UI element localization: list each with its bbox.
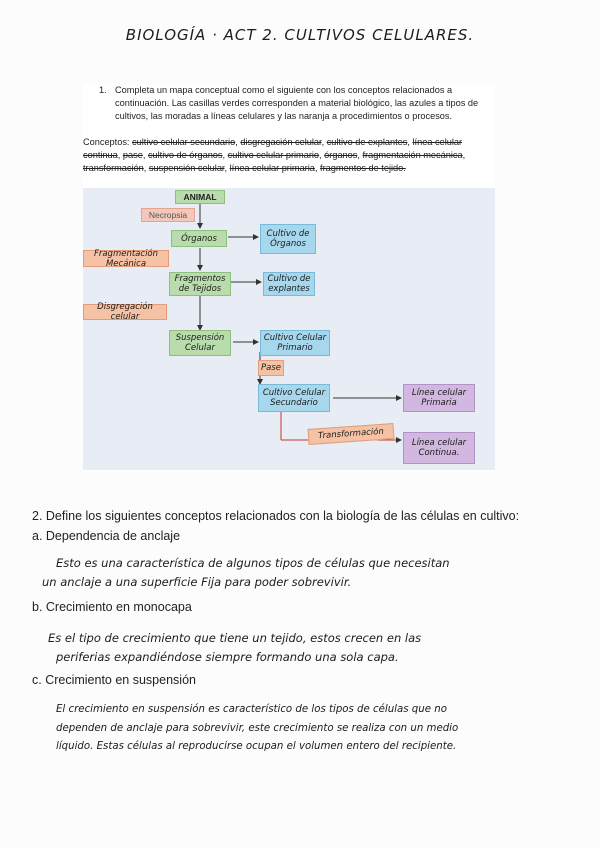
- item-a-answer-line-1: Esto es una característica de algunos ti…: [56, 556, 450, 570]
- linea-continua-box: Línea celular Continua.: [403, 432, 475, 464]
- disgregacion-box: Disgregación celular: [83, 302, 167, 322]
- question-1: 1. Completa un mapa conceptual como el s…: [99, 84, 489, 123]
- concept-item: transformación: [83, 163, 144, 173]
- suspension-box: Suspensión Celular: [169, 330, 231, 356]
- cultivo-primario-box: Cultivo Celular Primario: [260, 330, 330, 356]
- cultivo-secundario-box: Cultivo Celular Secundario: [258, 384, 330, 412]
- concept-item: línea celular continua: [83, 137, 463, 160]
- concept-item: disgregación celular: [240, 137, 322, 147]
- question-1-number: 1.: [99, 85, 107, 95]
- item-b-answer-line-1: Es el tipo de crecimiento que tiene un t…: [48, 631, 422, 645]
- pase-box: Pase: [258, 360, 284, 376]
- concept-item: línea celular primaria: [229, 163, 315, 173]
- concepts-label: Conceptos:: [83, 137, 130, 147]
- concept-item: cultivo de órganos: [147, 150, 223, 160]
- concept-item: cultivo celular secundario: [132, 137, 236, 147]
- concept-item: cultivo de explantes: [326, 137, 408, 147]
- item-b-label: b. Crecimiento en monocapa: [32, 600, 192, 614]
- concept-map: ANIMAL Necropsia Órganos Cultivo de Órga…: [83, 188, 495, 470]
- necropsia-box: Necropsia: [141, 208, 195, 222]
- concept-item: órganos: [324, 150, 358, 160]
- item-c-answer-line-2: dependen de anclaje para sobrevivir, est…: [56, 723, 459, 734]
- question-2: 2. Define los siguientes conceptos relac…: [32, 509, 520, 523]
- animal-box: ANIMAL: [175, 190, 225, 204]
- item-a-answer-line-2: un anclaje a una superficie Fija para po…: [42, 575, 352, 589]
- fragmentos-box: Fragmentos de Tejidos: [169, 272, 231, 296]
- concepts-list: Conceptos: cultivo celular secundario, d…: [83, 137, 466, 173]
- concept-item: cultivo celular primario: [227, 150, 320, 160]
- cultivo-explantes-box: Cultivo de explantes: [263, 272, 315, 296]
- item-a-label: a. Dependencia de anclaje: [32, 529, 181, 543]
- question-1-text: Completa un mapa conceptual como el sigu…: [115, 85, 479, 121]
- concept-item: fragmentación mecánica: [362, 150, 463, 160]
- organos-box: Órganos: [171, 230, 227, 247]
- cultivo-organos-box: Cultivo de Órganos: [260, 224, 316, 254]
- concept-item: suspensión celular: [148, 163, 225, 173]
- question-1-panel: 1. Completa un mapa conceptual como el s…: [83, 84, 495, 472]
- concept-item: pase: [122, 150, 143, 160]
- item-c-answer-line-1: El crecimiento en suspensión es caracter…: [56, 704, 447, 715]
- item-b-answer-line-2: periferias expandiéndose siempre formand…: [56, 650, 399, 664]
- page-title: BIOLOGÍA · ACT 2. CULTIVOS CELULARES.: [125, 26, 475, 44]
- fragmentacion-box: Fragmentación Mecánica: [83, 249, 169, 269]
- linea-primaria-box: Línea celular Primaria: [403, 384, 475, 412]
- concept-item: fragmentos de tejido.: [320, 163, 406, 173]
- item-c-answer-line-3: líquido. Estas células al reproducirse o…: [56, 741, 457, 752]
- item-c-label: c. Crecimiento en suspensión: [32, 673, 196, 687]
